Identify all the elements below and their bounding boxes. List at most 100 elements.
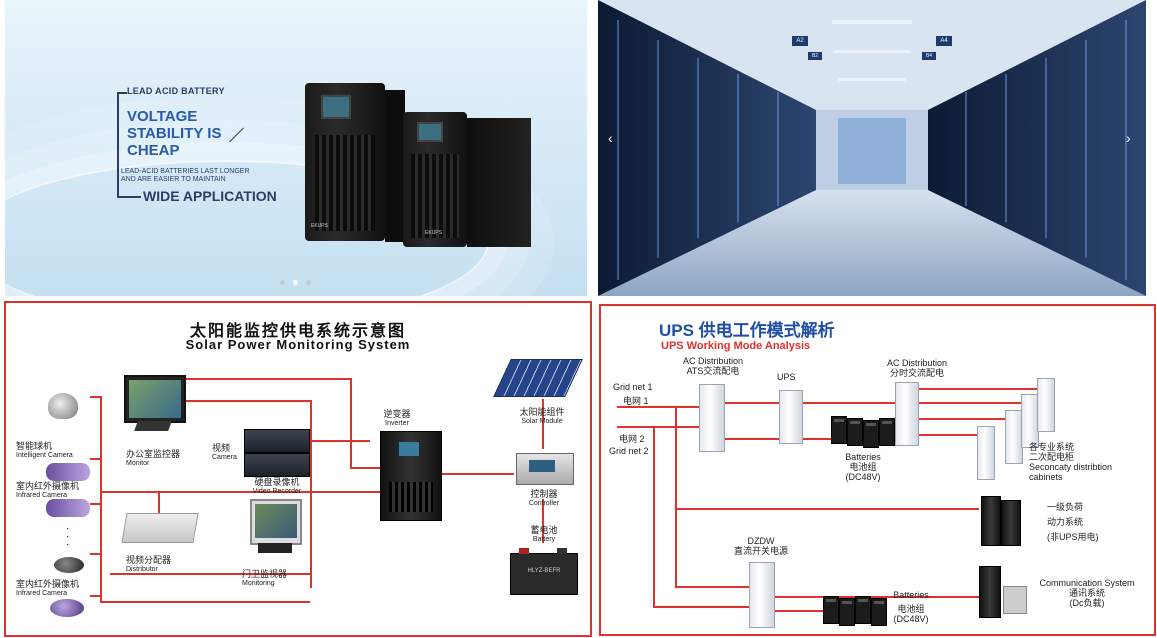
dome-camera-purple xyxy=(50,599,84,617)
ups-side-large xyxy=(385,90,405,242)
label-en: Batteries xyxy=(845,452,881,462)
guard-monitor-base xyxy=(258,543,292,553)
video-recorder-unit xyxy=(244,453,310,477)
label-cn: 电池组 xyxy=(849,462,877,472)
label-en: AC Distribution xyxy=(886,358,948,368)
wire xyxy=(917,388,1037,390)
wire xyxy=(723,438,895,440)
headline-line-1: VOLTAGE xyxy=(127,108,198,125)
label-cn-2: (Dc负载) xyxy=(1069,598,1105,608)
label-voltage: (DC48V) xyxy=(893,614,929,624)
wire xyxy=(310,440,370,442)
secondary-cabinet xyxy=(1037,378,1055,432)
aisle-sign-left: A2 xyxy=(792,36,808,46)
wire xyxy=(184,378,350,380)
inverter-unit xyxy=(380,431,442,521)
carousel-dot[interactable] xyxy=(306,280,311,285)
label-cn: 室内红外摄像机 xyxy=(16,481,80,491)
dome-camera-dark xyxy=(54,557,84,573)
ups-working-mode-diagram: UPS 供电工作模式解析 UPS Working Mode Analysis G… xyxy=(599,304,1156,636)
wire xyxy=(442,473,514,475)
wire xyxy=(90,503,102,505)
more-dots: ··· xyxy=(66,523,70,550)
aisle-sign-left-sub: B2 xyxy=(808,52,822,60)
wire xyxy=(158,493,160,513)
label-cn: 直流开关电源 xyxy=(733,546,788,556)
guard-monitor xyxy=(250,499,302,545)
dzdw-label: DZDW 直流开关电源 xyxy=(725,536,797,556)
label-en: Infrared Camera xyxy=(16,590,67,597)
grid2-en: Grid net 2 xyxy=(609,446,649,456)
label-cn: 逆变器 xyxy=(383,409,411,419)
video-line-label: 视频 Camera xyxy=(212,443,237,463)
label-cn: 智能球机 xyxy=(16,441,53,451)
banner-eyebrow: LEAD ACID BATTERY xyxy=(127,86,225,96)
wire xyxy=(917,418,1005,420)
label-en: Video Recorder xyxy=(252,488,302,495)
label-cn: 视频分配器 xyxy=(126,555,172,565)
carousel-dot[interactable] xyxy=(280,280,285,285)
label-en-2: cabinets xyxy=(1029,472,1063,482)
label-en: Battery xyxy=(532,536,556,543)
aisle-sign-right: A4 xyxy=(936,36,952,46)
wire xyxy=(542,399,544,449)
communication-device xyxy=(1003,586,1027,614)
solar-module-label: 太阳能组件 Solar Module xyxy=(502,407,582,427)
label-cn: 电池组 xyxy=(897,604,925,614)
wire xyxy=(675,406,677,586)
ups-label: UPS xyxy=(777,372,796,382)
datacenter-photo: A2 A4 B2 B4 ‹ › xyxy=(598,0,1146,296)
ups-cabinet xyxy=(779,390,803,444)
label-cn-3: (非UPS用电) xyxy=(1047,532,1099,542)
label-cn: 办公室监控器 xyxy=(126,449,181,459)
wire xyxy=(675,508,979,510)
ups-product-banner: LEAD ACID BATTERY VOLTAGE STABILITY IS C… xyxy=(5,0,587,296)
dc-power-cabinet xyxy=(749,562,775,628)
banner-feature: WIDE APPLICATION xyxy=(143,188,277,204)
infrared-camera-label-2: 室内红外摄像机 Infrared Camera xyxy=(16,579,79,599)
solar-monitoring-diagram: 太阳能监控供电系统示意图 Solar Power Monitoring Syst… xyxy=(4,301,592,637)
monitoring-label: 门卫监视器 Monitoring xyxy=(242,569,287,589)
battery-label: 蓄电池 Battery xyxy=(512,525,576,545)
chevron-right-icon[interactable]: › xyxy=(1126,130,1131,146)
label-en: Camera xyxy=(212,454,237,461)
chevron-left-icon[interactable]: ‹ xyxy=(608,130,613,146)
label-en: Seconcaty distribtion xyxy=(1029,462,1113,472)
solar-panel xyxy=(493,359,583,397)
charge-controller xyxy=(516,453,574,485)
label-en: Distributor xyxy=(126,566,158,573)
wire xyxy=(917,434,977,436)
wire xyxy=(110,573,310,575)
wire xyxy=(542,499,544,543)
ups-grill-small xyxy=(411,154,459,238)
ats-ac-cabinet xyxy=(699,384,725,452)
battery-cell xyxy=(847,418,863,446)
wire xyxy=(653,426,655,606)
carousel-dot-active[interactable] xyxy=(293,280,298,285)
label-en: AC Distribution xyxy=(682,356,744,366)
specialized-systems-label: 各专业系统 二次配电柜 Seconcaty distribtion cabine… xyxy=(1029,442,1112,482)
power-system-rack xyxy=(981,496,1001,546)
ups-grill xyxy=(315,135,375,231)
wire xyxy=(100,396,102,601)
intelligent-camera-label: 智能球机 Intelligent Camera xyxy=(16,441,73,461)
inverter-label: 逆变器 Inverter xyxy=(372,409,422,429)
communication-rack xyxy=(979,566,1001,618)
primary-load-label: 一级负荷 动力系统 (非UPS用电) xyxy=(1047,502,1099,542)
wire xyxy=(184,400,310,402)
ups-display-small xyxy=(417,122,443,142)
grid1-cn: 电网 1 xyxy=(623,396,649,406)
wire xyxy=(617,426,699,428)
banner-subtext: LEAD-ACID BATTERIES LAST LONGER AND ARE … xyxy=(121,168,250,184)
battery-cell xyxy=(879,418,895,446)
label-cn: ATS交流配电 xyxy=(686,366,740,376)
wire xyxy=(653,606,749,608)
label-cn: 硬盘录像机 xyxy=(254,477,300,487)
ups-brand-label: EKUPS xyxy=(311,223,328,229)
ac-distribution-2-label: AC Distribution 分时交流配电 xyxy=(877,358,957,378)
battery-brand: HLYZ-BEFR xyxy=(527,568,561,574)
bullet-camera xyxy=(46,499,90,517)
subtext-line-1: LEAD-ACID BATTERIES LAST LONGER xyxy=(121,168,250,175)
office-monitor xyxy=(124,375,186,423)
video-recorder-unit xyxy=(244,429,310,453)
